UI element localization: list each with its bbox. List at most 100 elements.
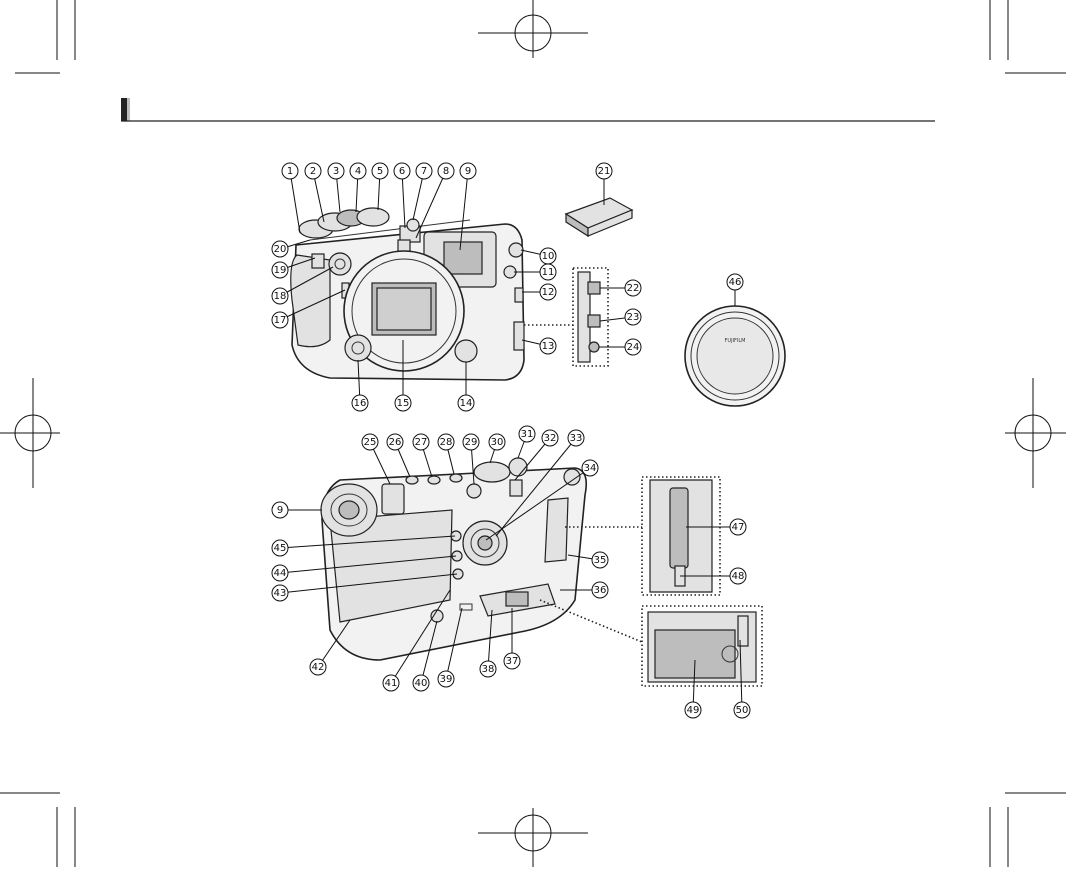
callout-front-6: 6 xyxy=(394,163,410,179)
callout-number: 45 xyxy=(274,543,287,554)
callout-number: 3 xyxy=(333,166,339,177)
callout-number: 39 xyxy=(440,674,453,685)
callout-number: 49 xyxy=(687,705,700,716)
callout-number: 50 xyxy=(736,705,749,716)
callout-number: 4 xyxy=(355,166,361,177)
callout-number: 14 xyxy=(460,398,473,409)
section-header xyxy=(121,98,935,121)
callout-connectors-24: 24 xyxy=(625,339,641,355)
callout-front-17: 17 xyxy=(272,312,288,328)
callout-number: 25 xyxy=(364,437,377,448)
callout-rear-33: 33 xyxy=(568,430,584,446)
callout-number: 41 xyxy=(385,678,398,689)
callout-number: 12 xyxy=(542,287,555,298)
callout-battery_inset-50: 50 xyxy=(734,702,750,718)
callout-rear-25: 25 xyxy=(362,434,378,450)
callout-number: 31 xyxy=(521,429,534,440)
callout-number: 30 xyxy=(491,437,504,448)
callout-rear-32: 32 xyxy=(542,430,558,446)
callout-body_cap-46: 46 xyxy=(727,274,743,290)
callout-number: 19 xyxy=(274,265,287,276)
callout-connectors-23: 23 xyxy=(625,309,641,325)
callout-number: 13 xyxy=(542,341,555,352)
callout-rear-28: 28 xyxy=(438,434,454,450)
callout-number: 9 xyxy=(277,505,283,516)
callout-rear-34: 34 xyxy=(582,460,598,476)
callout-number: 24 xyxy=(627,342,640,353)
registration-mark-top xyxy=(478,0,588,58)
callout-front-4: 4 xyxy=(350,163,366,179)
hot-shoe-cover xyxy=(566,198,632,236)
callout-number: 40 xyxy=(415,678,428,689)
callout-front-7: 7 xyxy=(416,163,432,179)
camera-rear-view xyxy=(321,458,586,660)
callout-number: 35 xyxy=(594,555,607,566)
callout-connectors-22: 22 xyxy=(625,280,641,296)
callout-number: 34 xyxy=(584,463,597,474)
callout-number: 7 xyxy=(421,166,427,177)
callout-number: 43 xyxy=(274,588,287,599)
callout-rear-40: 40 xyxy=(413,675,429,691)
camera-front-view xyxy=(291,208,524,380)
callout-number: 18 xyxy=(274,291,287,302)
callout-rear-42: 42 xyxy=(310,659,326,675)
callout-number: 17 xyxy=(274,315,287,326)
callout-rear-45: 45 xyxy=(272,540,288,556)
callout-number: 46 xyxy=(729,277,742,288)
callout-front-13: 13 xyxy=(540,338,556,354)
leader-line-8 xyxy=(416,171,446,238)
callout-number: 32 xyxy=(544,433,557,444)
callout-card_slot_inset-47: 47 xyxy=(730,519,746,535)
callout-front-9: 9 xyxy=(460,163,476,179)
callout-rear-44: 44 xyxy=(272,565,288,581)
callout-front-12: 12 xyxy=(540,284,556,300)
callout-number: 38 xyxy=(482,664,495,675)
leader-line-6 xyxy=(402,171,405,228)
battery-inset xyxy=(540,600,762,686)
callout-rear-39: 39 xyxy=(438,671,454,687)
callout-number: 22 xyxy=(627,283,640,294)
callout-number: 47 xyxy=(732,522,745,533)
callout-number: 44 xyxy=(274,568,287,579)
callout-number: 9 xyxy=(465,166,471,177)
callout-front-5: 5 xyxy=(372,163,388,179)
callout-number: 21 xyxy=(598,166,611,177)
callout-number: 1 xyxy=(287,166,293,177)
callout-battery_inset-49: 49 xyxy=(685,702,701,718)
registration-mark-left xyxy=(0,378,60,488)
callout-number: 16 xyxy=(354,398,367,409)
callout-number: 6 xyxy=(399,166,405,177)
callout-number: 10 xyxy=(542,251,555,262)
callout-front-3: 3 xyxy=(328,163,344,179)
callout-number: 5 xyxy=(377,166,383,177)
callout-rear-30: 30 xyxy=(489,434,505,450)
callout-number: 8 xyxy=(443,166,449,177)
callout-front-11: 11 xyxy=(540,264,556,280)
callout-number: 20 xyxy=(274,244,287,255)
callout-number: 28 xyxy=(440,437,453,448)
callout-rear-41: 41 xyxy=(383,675,399,691)
callout-rear-37: 37 xyxy=(504,653,520,669)
callout-number: 42 xyxy=(312,662,325,673)
callout-front-15: 15 xyxy=(395,395,411,411)
callout-number: 37 xyxy=(506,656,519,667)
callout-front-19: 19 xyxy=(272,262,288,278)
callout-rear-36: 36 xyxy=(592,582,608,598)
callout-front-10: 10 xyxy=(540,248,556,264)
callout-rear-35: 35 xyxy=(592,552,608,568)
callout-rear-27: 27 xyxy=(413,434,429,450)
callout-front-2: 2 xyxy=(305,163,321,179)
callout-hot_shoe_cover-21: 21 xyxy=(596,163,612,179)
callout-rear-31: 31 xyxy=(519,426,535,442)
callout-number: 29 xyxy=(465,437,478,448)
body-cap-text: FUJIFILM xyxy=(725,338,746,344)
callout-number: 33 xyxy=(570,433,583,444)
leader-line-1 xyxy=(290,171,300,233)
card-slot-inset xyxy=(565,477,720,595)
callout-front-14: 14 xyxy=(458,395,474,411)
callout-number: 11 xyxy=(542,267,555,278)
callout-front-18: 18 xyxy=(272,288,288,304)
connector-inset xyxy=(524,268,608,366)
